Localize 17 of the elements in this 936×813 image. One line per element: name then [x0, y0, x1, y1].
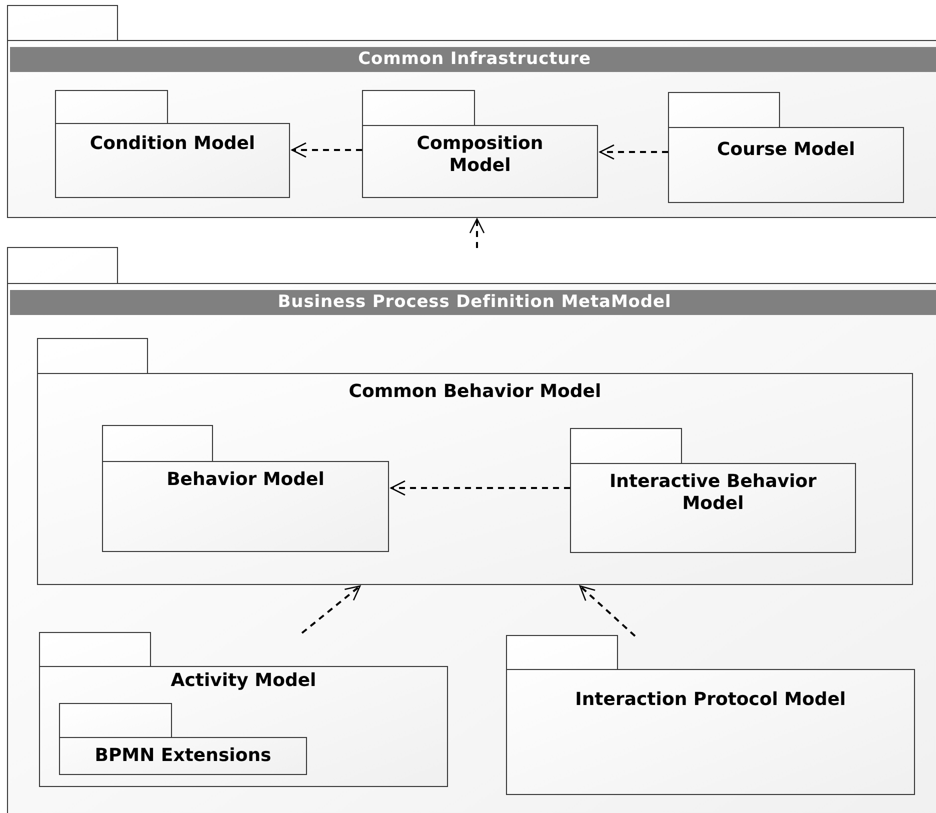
package-name: Common Behavior Model — [348, 381, 602, 403]
package-name: Composition Model — [416, 133, 544, 177]
package-name: Condition Model — [88, 133, 256, 155]
package-name: Behavior Model — [166, 469, 326, 491]
dependency-arrow — [599, 144, 668, 160]
package-name: Activity Model — [170, 670, 318, 692]
dependency-arrow — [301, 585, 361, 634]
package-title: Business Process Definition MetaModel — [278, 290, 672, 314]
package-name: Interaction Protocol Model — [574, 689, 847, 711]
package-name: BPMN Extensions — [94, 745, 272, 767]
dependency-arrow — [390, 480, 570, 496]
package-name: Interactive Behavior Model — [608, 471, 818, 515]
dependency-arrow — [469, 218, 485, 248]
dependency-arrow — [579, 585, 636, 637]
package-title: Common Infrastructure — [358, 48, 591, 71]
dependency-arrow — [291, 142, 362, 158]
package-name: Course Model — [716, 139, 856, 161]
